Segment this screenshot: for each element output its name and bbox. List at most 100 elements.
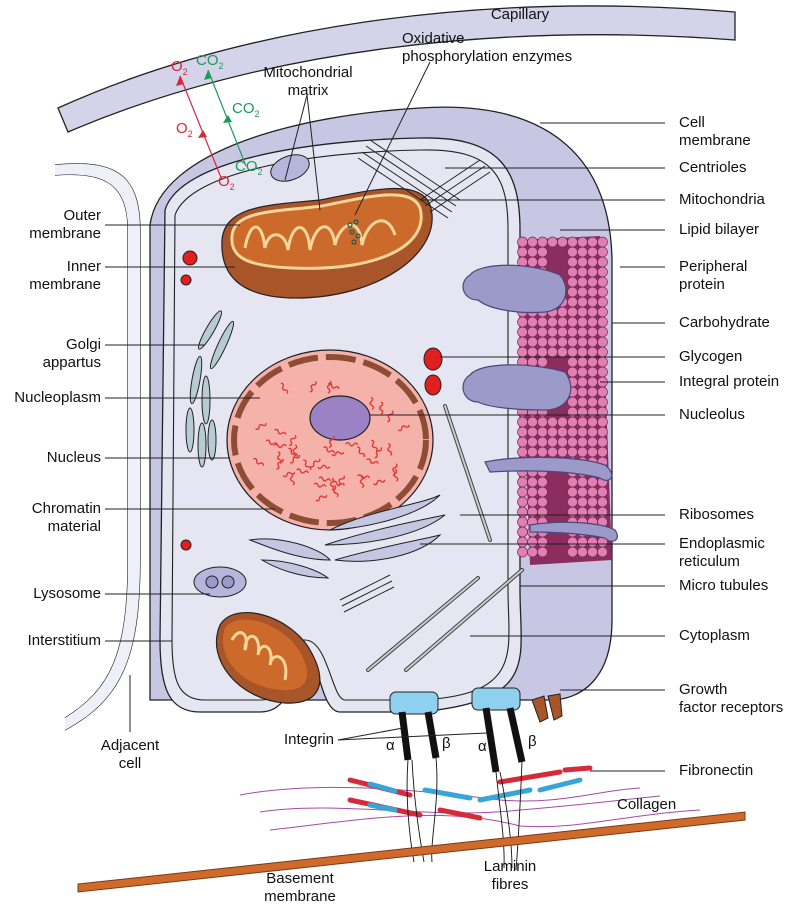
lipid-head xyxy=(537,356,548,368)
chromatin-strand xyxy=(253,457,265,466)
lipid-head xyxy=(587,306,598,318)
lipid-head xyxy=(597,496,608,508)
lipid-head xyxy=(597,436,608,448)
chromatin-strand xyxy=(387,442,393,456)
lipid-head xyxy=(567,266,578,278)
lipid-head xyxy=(567,276,578,288)
lipid-head xyxy=(587,546,598,558)
o2-subscript: 2 xyxy=(182,67,188,77)
lipid-head xyxy=(517,236,528,248)
lipid-head xyxy=(597,266,608,278)
label-collagen: Collagen xyxy=(617,796,677,813)
chromatin-strand xyxy=(288,447,298,457)
collagen-fibres xyxy=(239,786,701,831)
label-line: protein xyxy=(679,276,725,293)
label-line: factor receptors xyxy=(679,699,784,716)
lipid-head xyxy=(567,476,578,488)
chromatin-strand xyxy=(326,380,332,394)
lipid-head xyxy=(527,236,538,248)
chromatin-strand xyxy=(387,410,394,423)
lipid-head xyxy=(587,416,598,428)
lipid-head xyxy=(587,336,598,348)
lipid-head xyxy=(577,536,588,548)
lipid-head xyxy=(517,436,528,448)
lipid-head xyxy=(597,356,608,368)
lipid-head xyxy=(577,446,588,458)
label-alpha-2: α xyxy=(478,738,487,755)
lipid-head xyxy=(577,336,588,348)
label-line: cell xyxy=(118,755,142,772)
label-line: material xyxy=(47,518,101,535)
chromatin-strand xyxy=(323,446,335,454)
lipid-head xyxy=(597,416,608,428)
lipid-head xyxy=(597,426,608,438)
lipid-head xyxy=(587,486,598,498)
label-mitochondria: Mitochondria xyxy=(679,191,765,208)
label-line: Peripheral xyxy=(679,258,748,275)
chromatin-strand xyxy=(315,494,328,502)
chromatin-strand xyxy=(366,458,379,464)
lipid-head xyxy=(587,396,598,408)
lipid-head xyxy=(597,486,608,498)
lipid-head xyxy=(537,536,548,548)
lipid-head xyxy=(547,416,558,428)
lipid-head xyxy=(517,476,528,488)
lipid-head xyxy=(527,446,538,458)
lipid-head xyxy=(587,266,598,278)
lipid-head xyxy=(547,426,558,438)
lipid-bilayer xyxy=(462,236,618,565)
chromatin-strand xyxy=(372,479,386,486)
lipid-head xyxy=(577,306,588,318)
lipid-head xyxy=(567,496,578,508)
label-line: Laminin xyxy=(483,858,537,875)
lipid-head xyxy=(517,246,528,258)
label-line: membrane xyxy=(29,225,101,242)
o2-subscript: 2 xyxy=(229,182,235,192)
nucleolus xyxy=(309,395,371,441)
nucleus xyxy=(226,349,434,531)
lipid-head xyxy=(537,316,548,328)
lipid-head xyxy=(537,436,548,448)
chromatin-strand xyxy=(289,454,301,464)
lipid-head xyxy=(577,316,588,328)
label-line: Inner xyxy=(66,258,101,275)
lipid-head xyxy=(517,516,528,528)
lipid-head xyxy=(567,356,578,368)
lipid-head xyxy=(557,436,568,448)
lipid-head xyxy=(557,446,568,458)
lipid-head xyxy=(597,446,608,458)
lipid-head xyxy=(577,366,588,378)
lipid-head xyxy=(577,346,588,358)
label-line: appartus xyxy=(42,354,101,371)
lipid-head xyxy=(577,356,588,368)
co2-label-cell: CO2 xyxy=(235,158,263,177)
lipid-head xyxy=(597,546,608,558)
co2-subscript: 2 xyxy=(218,61,224,71)
lipid-head xyxy=(567,536,578,548)
lipid-head xyxy=(597,386,608,398)
label-line: matrix xyxy=(287,82,329,99)
lipid-head xyxy=(567,236,578,248)
chromatin-strand xyxy=(328,435,335,448)
lipid-head xyxy=(587,536,598,548)
lipid-head xyxy=(577,426,588,438)
lipid-head xyxy=(567,256,578,268)
lipid-head xyxy=(577,486,588,498)
label-line: Basement xyxy=(266,870,334,887)
lipid-head xyxy=(567,436,578,448)
o2-label-mid: O2 xyxy=(176,120,193,139)
chromatin-strand xyxy=(378,401,384,415)
lipid-head xyxy=(577,256,588,268)
label-line: Adjacent xyxy=(100,737,160,754)
lipid-head xyxy=(597,336,608,348)
lipid-head xyxy=(577,286,588,298)
lipid-head xyxy=(587,436,598,448)
lipid-head xyxy=(587,386,598,398)
chromatin-strand xyxy=(273,443,287,449)
label-line: membrane xyxy=(264,888,336,905)
lipid-head xyxy=(597,326,608,338)
lipid-head xyxy=(547,446,558,458)
co2-text: CO xyxy=(196,52,219,69)
